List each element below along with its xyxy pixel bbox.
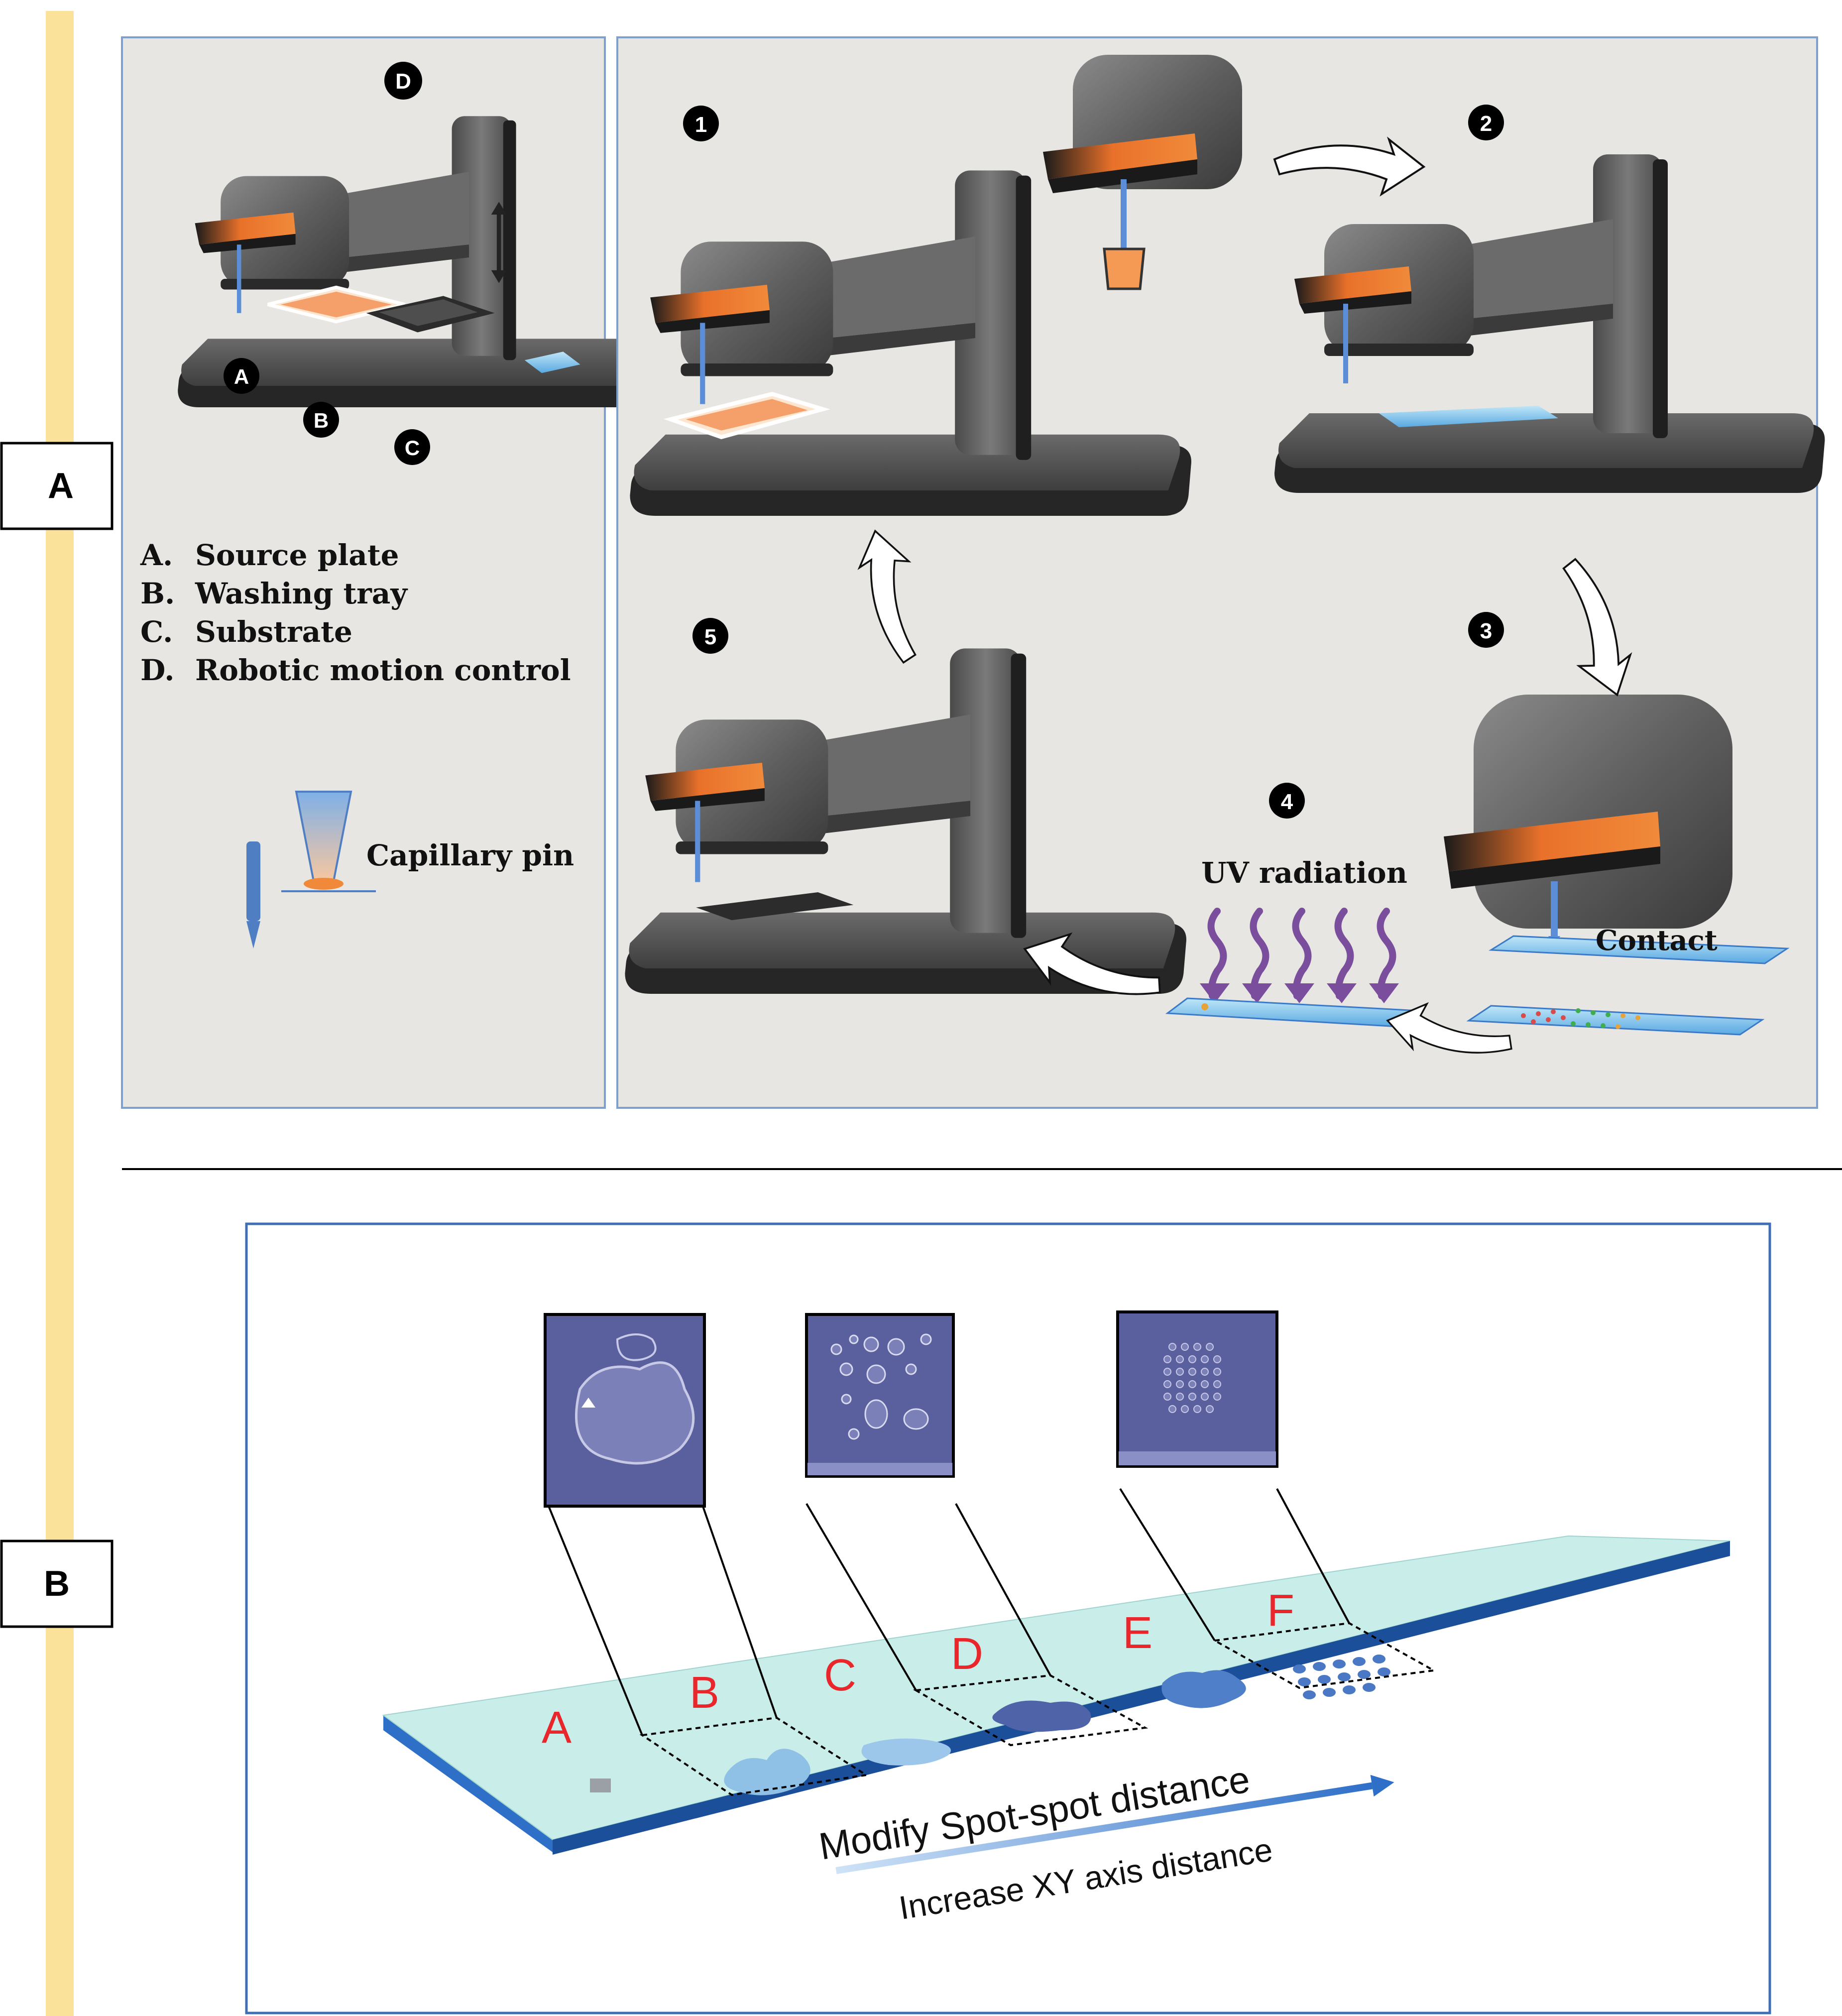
svg-text:C: C xyxy=(405,436,420,460)
micrograph-b xyxy=(544,1313,706,1508)
capillary-pin-label: Capillary pin xyxy=(366,838,574,872)
step-3: 3 xyxy=(1468,612,1504,648)
step-1: 1 xyxy=(683,106,719,141)
micrograph-f xyxy=(1116,1310,1278,1468)
svg-text:2: 2 xyxy=(1480,112,1492,136)
spot-e xyxy=(1161,1670,1246,1708)
robot-overview xyxy=(178,116,651,407)
svg-text:B: B xyxy=(314,409,329,432)
dip-inset xyxy=(1043,55,1242,290)
svg-text:1: 1 xyxy=(695,113,707,137)
spot-f-grid xyxy=(1293,1655,1390,1699)
robot-marker-b: B xyxy=(303,402,339,438)
step5-robot xyxy=(625,648,1186,994)
step-4: 4 xyxy=(1269,783,1305,819)
robot-marker-d: D xyxy=(384,62,422,100)
zoom-regions xyxy=(639,1622,1437,1796)
contact-head xyxy=(1444,695,1732,949)
robot-marker-a: A xyxy=(224,358,259,394)
zoom-connectors xyxy=(547,1488,1350,1736)
spot-a xyxy=(590,1779,611,1792)
legend-text-b: Washing tray xyxy=(195,577,408,610)
spot-b xyxy=(724,1749,810,1795)
robot-marker-c: C xyxy=(394,429,430,465)
svg-text:A: A xyxy=(234,365,249,388)
panel-a-label-box xyxy=(0,442,114,530)
legend-text-d: Robotic motion control xyxy=(195,653,571,687)
svg-text:4: 4 xyxy=(1281,790,1293,814)
direction-arrow xyxy=(835,1775,1394,1874)
slide xyxy=(382,1535,1730,1855)
slide-letter-f: F xyxy=(1267,1586,1294,1636)
slide-letter-d: D xyxy=(951,1629,983,1679)
legend-text-c: Substrate xyxy=(195,615,352,649)
contact-slide xyxy=(1489,935,1790,964)
uv-spot xyxy=(1201,1003,1208,1010)
legend: A. Source plate B. Washing tray C. Subst… xyxy=(140,538,571,687)
spotting-panel xyxy=(245,1222,1771,2015)
slide-letter-a: A xyxy=(542,1703,572,1753)
legend-letter-a: A. xyxy=(140,538,173,572)
legend-letter-d: D. xyxy=(140,653,174,687)
uv-label: UV radiation xyxy=(1201,856,1407,890)
side-bar xyxy=(46,11,74,2016)
slide-letter-e: E xyxy=(1123,1608,1152,1658)
micrograph-d xyxy=(805,1313,955,1478)
step-5: 5 xyxy=(692,618,728,654)
panel-b-label: B xyxy=(44,1564,70,1604)
step1-robot xyxy=(630,170,1191,516)
panel-a-label: A xyxy=(48,466,74,506)
legend-letter-c: C. xyxy=(140,615,173,649)
slide-letter-b: B xyxy=(690,1668,719,1718)
panel-b-label-box xyxy=(0,1540,114,1628)
svg-text:D: D xyxy=(395,69,411,94)
contact-label: Contact xyxy=(1596,924,1718,957)
legend-letter-b: B. xyxy=(140,577,175,610)
step2-robot xyxy=(1274,154,1825,493)
spot-d xyxy=(992,1700,1091,1732)
svg-text:3: 3 xyxy=(1480,619,1492,643)
capillary-pin-icon xyxy=(246,791,376,949)
uv-arrow-heads xyxy=(1200,983,1399,1003)
slide-letter-c: C xyxy=(824,1651,856,1700)
uv-arrows xyxy=(1207,908,1396,999)
spot-c xyxy=(861,1738,951,1766)
legend-text-a: Source plate xyxy=(195,538,399,572)
svg-text:5: 5 xyxy=(704,625,716,649)
spotted-slide xyxy=(1466,1005,1765,1036)
slide-letters: A B C D E F xyxy=(542,1586,1294,1753)
step-2: 2 xyxy=(1468,105,1504,140)
